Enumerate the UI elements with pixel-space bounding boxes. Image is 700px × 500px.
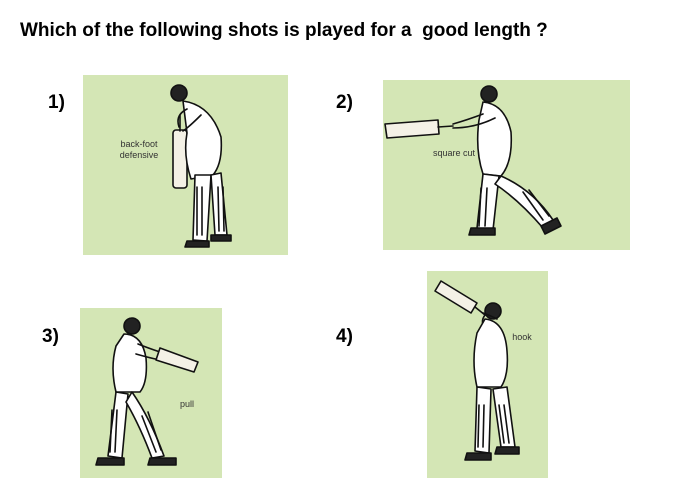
batsman-hook-shot-illustration (427, 271, 548, 478)
option-image-2[interactable]: square cut (383, 80, 630, 250)
option-number-3: 3) (42, 326, 59, 347)
option-image-4[interactable]: hook (427, 271, 548, 478)
batsman-pull-shot-illustration (80, 308, 222, 478)
batsman-square-cut-illustration (383, 80, 630, 250)
batsman-back-foot-defensive-illustration (83, 75, 288, 255)
option-number-2: 2) (336, 92, 353, 113)
option-image-3[interactable]: pull (80, 308, 222, 478)
option-image-1[interactable]: back-foot defensive (83, 75, 288, 255)
option-number-1: 1) (48, 92, 65, 113)
option-number-4: 4) (336, 326, 353, 347)
shot-label-3: pull (179, 399, 194, 409)
question-text: Which of the following shots is played f… (20, 20, 548, 41)
shot-label-2: square cut (432, 148, 476, 158)
shot-label-1: back-foot defensive (119, 139, 159, 160)
shot-label-4: hook (512, 332, 532, 342)
